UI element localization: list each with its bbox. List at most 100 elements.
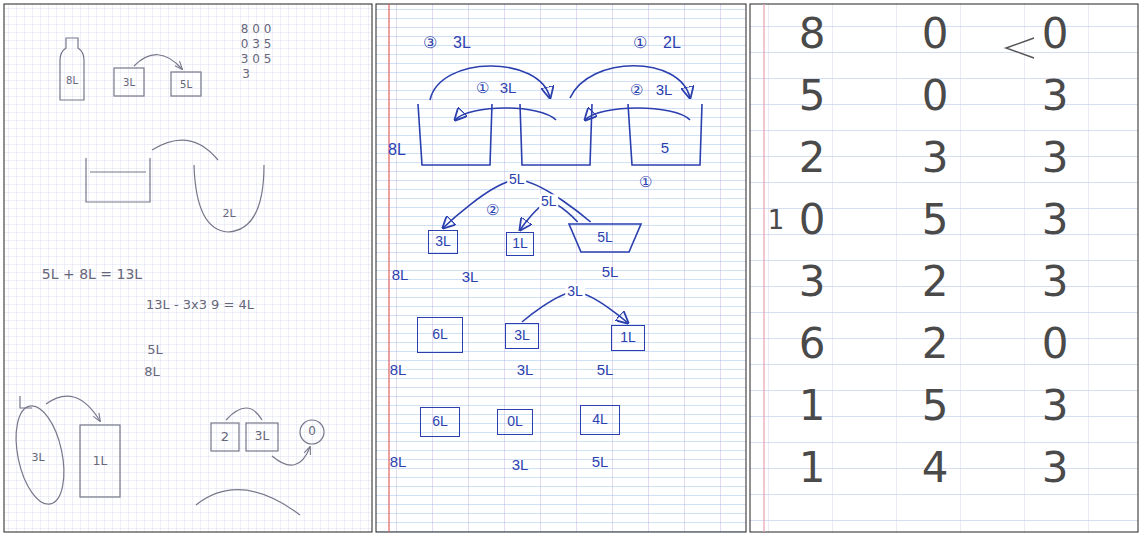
container-box: 4L [580,405,620,435]
handwritten-note: 5L + 8L = 13L [42,267,142,282]
pencil-sketch [8,38,324,515]
container-sketch [520,104,592,165]
handwritten-note: 5L [602,264,619,281]
handwritten-note: 3L [453,34,471,52]
handwritten-note: 8 0 0 [241,23,272,36]
pour-arrow [570,66,690,98]
container-box: 1L [611,325,645,351]
table-cell: 5 [922,197,949,243]
handwritten-note: ① [639,174,652,191]
table-cell: 1 [799,383,826,429]
jug-sketch [80,425,120,497]
table-cell: 8 [799,11,826,57]
water-line [90,171,146,172]
container-sketch [628,104,702,165]
handwritten-note: 2 [221,430,229,444]
pencil-scribble [1006,38,1034,58]
handwritten-note: 13L - 3x3 9 = 4L [146,298,254,312]
handwritten-note: 3 0 5 [241,53,272,66]
connector-label: 5L [507,172,527,187]
lined-paper-panel [750,4,1138,532]
handwritten-note: 3L [517,362,534,379]
table-cell: 2 [922,259,949,305]
handwritten-note: 3 [242,68,250,81]
lined-paper-panel [376,4,746,532]
margin-line [388,4,389,532]
volume-text: 4L [592,412,608,427]
container-box: 6L [417,317,463,353]
pour-arrow [272,447,310,465]
volume-text: 5L [597,230,613,245]
container-box: 0L [497,409,533,435]
handwritten-note: 8L [390,362,407,379]
basin-outline [569,224,641,252]
handwritten-note: 5L [180,79,192,90]
handwritten-note: 5L [597,362,614,379]
handwritten-note: 8L [388,141,406,159]
handwritten-note: ② [486,202,499,219]
handwritten-note: 5L [147,343,163,357]
table-cell: 3 [1042,445,1069,491]
handwritten-note: 3L [500,80,517,97]
table-cell: 4 [922,445,949,491]
handwritten-note: 1L [93,455,107,468]
pour-arrow [152,140,218,160]
table-cell: 5 [922,383,949,429]
tank-sketch [86,158,150,202]
container-sketch [418,104,492,165]
pour-arrow [196,490,300,515]
handwritten-note: 8L [144,365,160,379]
table-cell: 3 [1042,197,1069,243]
volume-text: 6L [432,414,448,429]
jug-box [211,423,239,451]
basin-box: 5L [569,223,641,253]
handwritten-note: 3L [656,82,673,99]
handwritten-note: 5 [661,140,669,157]
table-cell: 5 [799,73,826,119]
volume-text: 1L [512,236,528,251]
handwritten-note: 3L [123,77,135,88]
bottle-sketch [60,38,84,100]
table-cell: 0 [922,11,949,57]
jug-sketch [114,68,144,96]
container-box: 3L [505,323,539,349]
margin-line [763,4,764,532]
table-cell: 0 [1042,11,1069,57]
handwritten-note: 8L [390,454,407,471]
handwritten-note: 5L [592,454,609,471]
trough-sketch [194,165,264,232]
table-cell: 6 [799,321,826,367]
table-cell: 0 [1042,321,1069,367]
handwritten-note: 8L [66,75,78,86]
container-box: 6L [420,407,460,437]
volume-text: 0L [507,414,523,429]
volume-text: 6L [432,327,448,342]
pen-sketch [418,66,702,165]
jug-circle [300,420,324,444]
volume-text: 3L [514,328,530,343]
table-cell: 3 [1042,73,1069,119]
table-cell: 2 [922,321,949,367]
table-cell: 0 [799,197,826,243]
pour-arrow [134,55,182,69]
handwritten-note: 8L [392,267,409,284]
table-cell: 0 [922,73,949,119]
handwritten-note: 3L [31,452,44,464]
pour-arrow [226,408,262,420]
jug-sketch [8,402,72,509]
handwritten-note: 3L [512,457,529,474]
grid-paper-panel [4,4,372,532]
pour-arrow [455,108,556,120]
handwritten-note: 0 [308,425,316,438]
table-cell: 3 [1042,383,1069,429]
table-cell: 1 [799,445,826,491]
table-cell: 3 [799,259,826,305]
handwritten-note: ③ [423,34,437,52]
handwritten-note: 2L [222,208,235,220]
handwritten-note: 3L [255,430,269,443]
table-cell: 3 [1042,135,1069,181]
handwritten-note: 2L [663,34,681,52]
connector-label: 5L [539,194,559,209]
jug-handle [20,396,32,408]
